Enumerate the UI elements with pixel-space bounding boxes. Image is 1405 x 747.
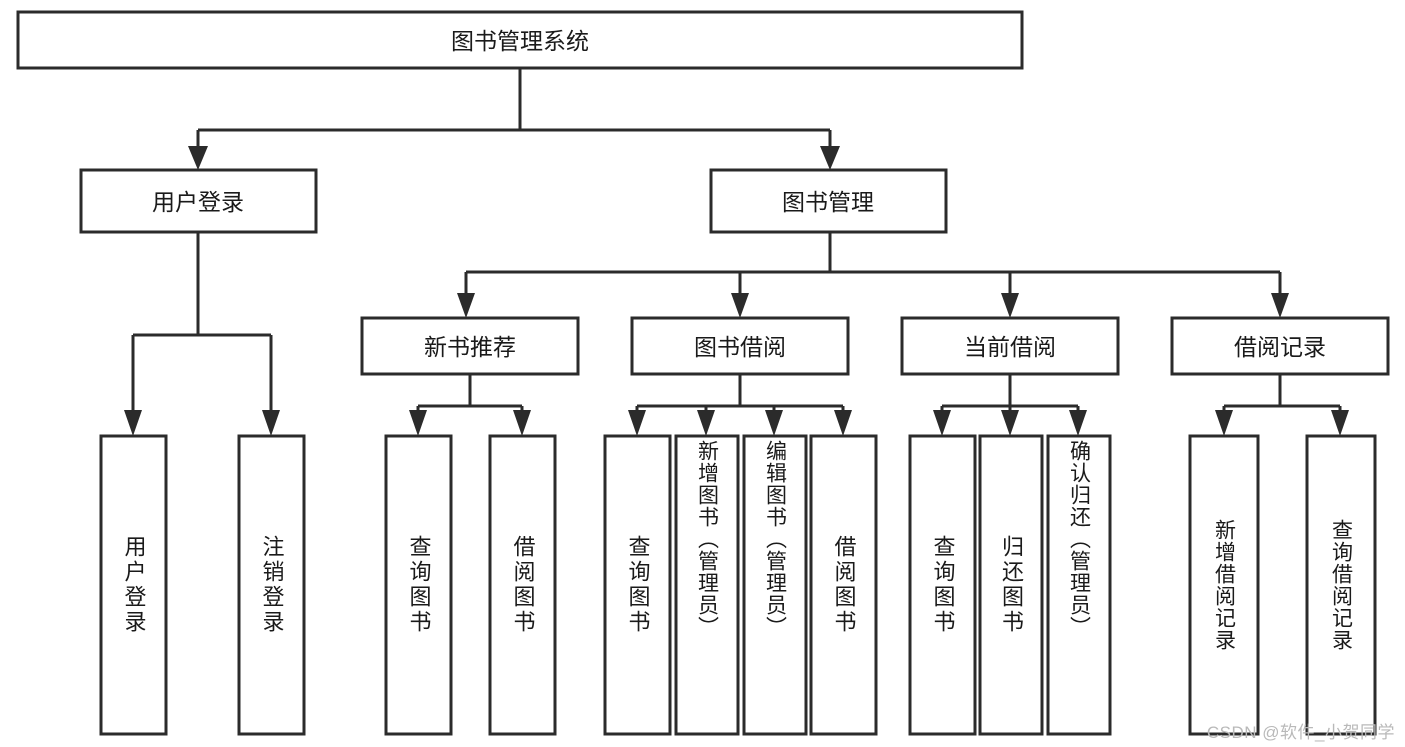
arrow-head-leaf-edit-book (765, 410, 783, 436)
node-book-borrow-label: 图书借阅 (694, 334, 786, 360)
arrow-head-book-management (820, 146, 840, 170)
arrow-head-borrow-record (1271, 293, 1289, 318)
connector-group-user-login (124, 232, 280, 436)
arrow-head-leaf-confirm-return (1069, 410, 1087, 436)
arrow-head-user-login (188, 146, 208, 170)
connector-group-book-borrow (628, 374, 852, 436)
connector-group-current-borrow (933, 374, 1087, 436)
arrow-head-leaf-logout-login (262, 410, 280, 436)
node-leaf-query-book-2[interactable] (603, 434, 672, 736)
node-borrow-record-label: 借阅记录 (1234, 334, 1326, 360)
arrow-head-leaf-borrow-book-1 (513, 410, 531, 436)
connector-group-root (188, 68, 840, 170)
node-leaf-user-login[interactable] (99, 434, 168, 736)
node-book-borrow[interactable] (630, 316, 850, 376)
node-new-book-recommend-label: 新书推荐 (424, 334, 516, 360)
arrow-head-leaf-user-login (124, 410, 142, 436)
node-leaf-borrow-book-1[interactable] (488, 434, 557, 736)
watermark-text: CSDN @软件_小贺同学 (1206, 723, 1395, 742)
node-user-login-label: 用户登录 (152, 189, 244, 215)
connector-group-book-management (457, 232, 1289, 318)
node-root-book-management-system[interactable] (16, 10, 1024, 70)
node-leaf-query-book-1[interactable] (384, 434, 453, 736)
connector-group-new-book-recommend (409, 374, 531, 436)
node-leaf-add-book[interactable] (674, 434, 740, 736)
arrow-head-leaf-add-record (1215, 410, 1233, 436)
node-leaf-query-book-3[interactable] (908, 434, 977, 736)
arrow-head-leaf-query-record (1331, 410, 1349, 436)
arrow-head-leaf-query-book-2 (628, 410, 646, 436)
node-leaf-confirm-return[interactable] (1046, 434, 1112, 736)
arrow-head-leaf-add-book (697, 410, 715, 436)
node-current-borrow[interactable] (900, 316, 1120, 376)
node-leaf-logout-login[interactable] (237, 434, 306, 736)
node-user-login[interactable] (79, 168, 318, 234)
node-leaf-add-record[interactable] (1188, 434, 1260, 736)
node-borrow-record[interactable] (1170, 316, 1390, 376)
arrow-head-book-borrow (731, 293, 749, 318)
node-leaf-borrow-book-2[interactable] (809, 434, 878, 736)
arrow-head-leaf-borrow-book-2 (834, 410, 852, 436)
arrow-head-leaf-return-book (1001, 410, 1019, 436)
node-leaf-query-record[interactable] (1305, 434, 1377, 736)
node-current-borrow-label: 当前借阅 (964, 334, 1056, 360)
arrow-head-leaf-query-book-1 (409, 410, 427, 436)
node-leaf-return-book[interactable] (978, 434, 1044, 736)
node-book-management-label: 图书管理 (782, 189, 874, 215)
connector-group-borrow-record (1215, 374, 1349, 436)
arrow-head-current-borrow (1001, 293, 1019, 318)
arrow-head-new-book-recommend (457, 293, 475, 318)
node-new-book-recommend[interactable] (360, 316, 580, 376)
arrow-head-leaf-query-book-3 (933, 410, 951, 436)
node-book-management[interactable] (709, 168, 948, 234)
node-root-label: 图书管理系统 (451, 28, 589, 54)
node-leaf-edit-book[interactable] (742, 434, 808, 736)
